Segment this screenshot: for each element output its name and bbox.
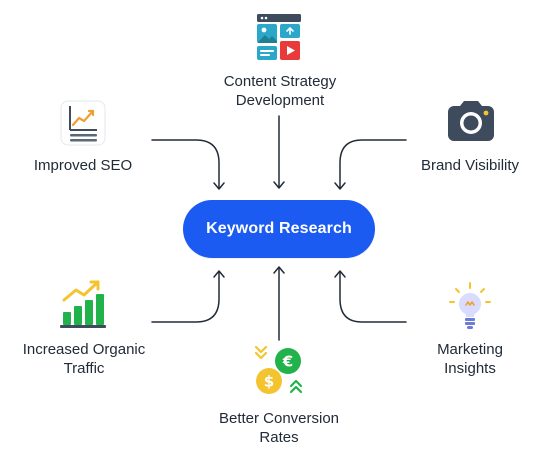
node-label-conversion-rates: Better Conversion Rates xyxy=(218,410,340,446)
arrowhead-organic-traffic xyxy=(213,270,225,278)
content-media-icon xyxy=(257,14,301,60)
node-label-improved-seo: Improved SEO xyxy=(33,157,133,174)
lightbulb-icon xyxy=(449,282,491,329)
center-node-label: Keyword Research xyxy=(206,220,352,237)
svg-text:€: € xyxy=(282,353,293,371)
seo-chart-icon xyxy=(60,100,106,146)
arrowhead-brand-visibility xyxy=(334,182,346,190)
node-label-content-strategy: Content Strategy Development xyxy=(223,73,337,109)
arrowhead-marketing-insights xyxy=(334,270,346,278)
connector-brand-visibility xyxy=(339,139,407,189)
currency-exchange-icon: € $ xyxy=(254,345,303,394)
node-label-organic-traffic: Increased Organic Traffic xyxy=(22,341,146,377)
svg-text:$: $ xyxy=(264,373,274,391)
connector-organic-traffic xyxy=(151,271,220,323)
connector-marketing-insights xyxy=(339,271,407,323)
center-node-keyword-research: Keyword Research xyxy=(183,200,375,258)
node-label-brand-visibility: Brand Visibility xyxy=(420,157,520,174)
node-label-marketing-insights: Marketing Insights xyxy=(437,341,503,377)
growth-bars-icon xyxy=(60,280,106,328)
arrowhead-improved-seo xyxy=(213,182,225,190)
arrowhead-content-strategy xyxy=(273,181,285,189)
arrowhead-conversion-rates xyxy=(273,266,285,274)
camera-icon xyxy=(448,101,494,141)
connector-improved-seo xyxy=(151,139,220,189)
